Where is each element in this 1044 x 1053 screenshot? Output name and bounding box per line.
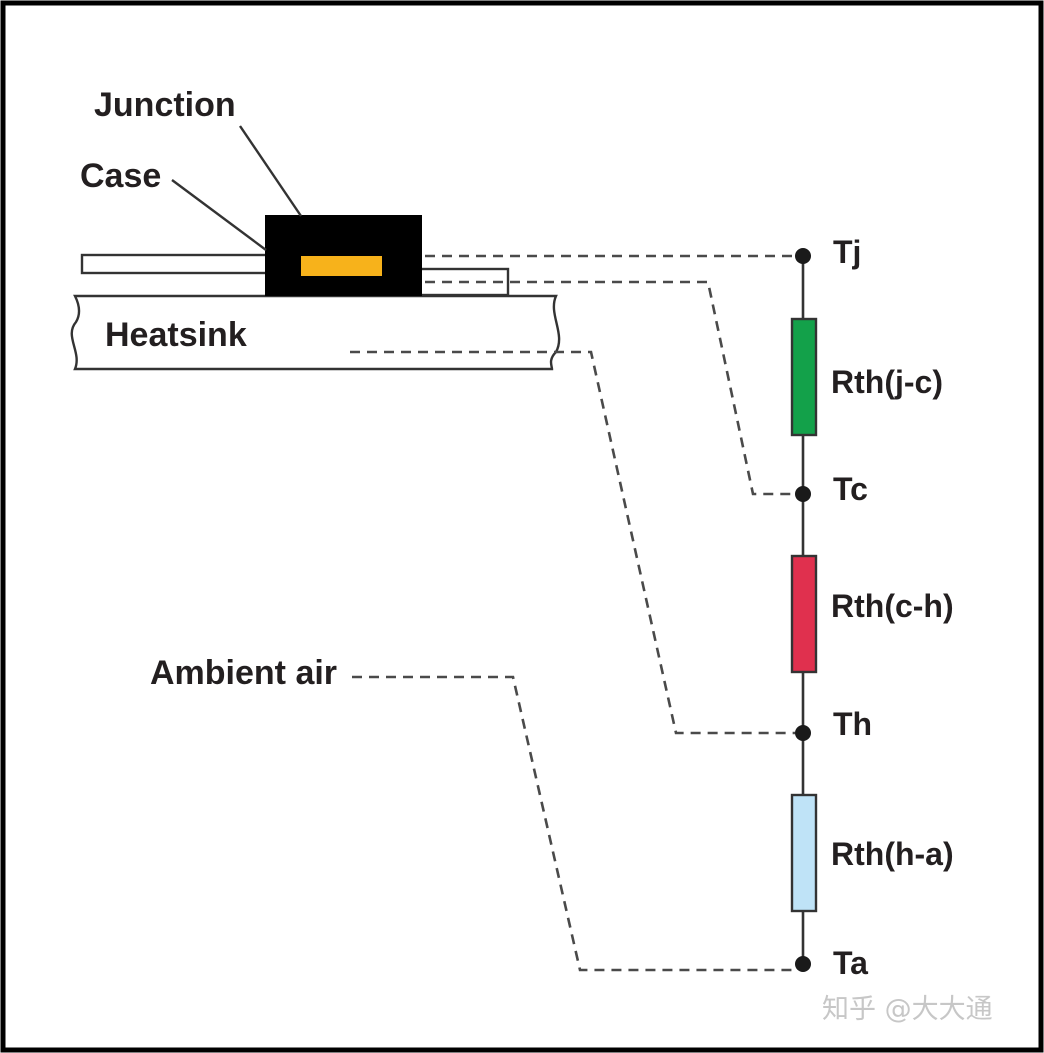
node-tc-label: Tc xyxy=(833,471,868,507)
rth-ch-label: Rth(c-h) xyxy=(831,588,954,624)
case-label: Case xyxy=(80,157,161,195)
resistor-rth-ch xyxy=(790,554,818,674)
th-dashed-link xyxy=(350,350,795,735)
node-th-dot xyxy=(795,725,811,741)
node-th-label: Th xyxy=(833,706,872,742)
heatsink-label: Heatsink xyxy=(105,316,247,354)
ta-dashed-link xyxy=(352,675,795,972)
rth-jc-label: Rth(j-c) xyxy=(831,364,943,400)
node-tj-dot xyxy=(795,248,811,264)
thermal-circuit xyxy=(790,248,818,972)
case-leader xyxy=(171,179,267,251)
node-ta-label: Ta xyxy=(833,945,868,981)
left-lead xyxy=(80,253,270,275)
node-tj-label: Tj xyxy=(833,234,861,270)
ambient-air-label: Ambient air xyxy=(150,654,337,692)
watermark: 知乎 @大大通 xyxy=(822,994,993,1025)
tc-dashed-link xyxy=(425,280,795,496)
junction-leader xyxy=(239,125,302,217)
node-ta-dot xyxy=(795,956,811,972)
package-body xyxy=(265,215,422,296)
node-tc-dot xyxy=(795,486,811,502)
junction-die xyxy=(301,256,382,276)
resistor-rth-ha xyxy=(790,793,818,913)
junction-label: Junction xyxy=(94,86,236,124)
rth-ha-label: Rth(h-a) xyxy=(831,836,954,872)
resistor-rth-jc xyxy=(790,317,818,437)
